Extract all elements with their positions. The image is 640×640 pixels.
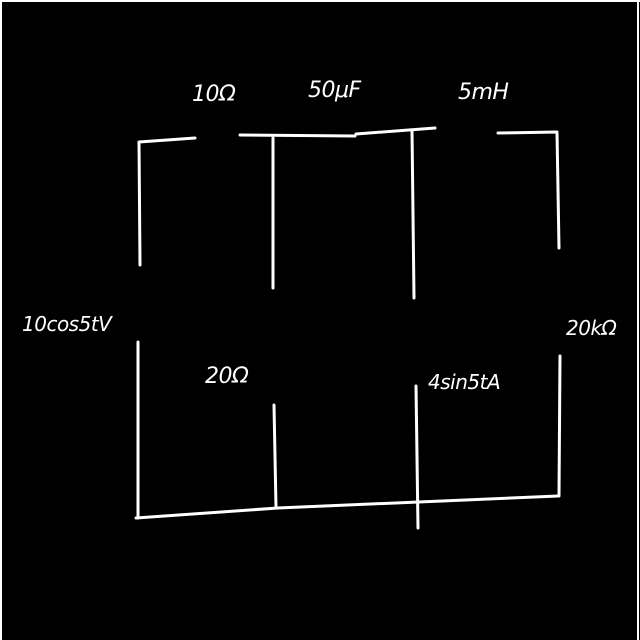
wire-branch-2-upper (410, 128, 416, 300)
wire-right-lower (557, 354, 562, 498)
label-right-resistor: 20kΩ (566, 316, 617, 340)
frame-right-edge (637, 0, 639, 640)
label-middle-resistor: 20Ω (205, 364, 249, 389)
label-current-source: 4sin5tA (428, 370, 501, 394)
frame-top-edge (0, 0, 640, 2)
label-top-resistor: 10Ω (192, 82, 236, 107)
wire-bottom (134, 494, 560, 520)
wire-branch-1-lower (272, 403, 278, 510)
wire-branch-2-lower (414, 384, 420, 530)
wire-top-mid-2 (354, 126, 437, 136)
wire-top-right (496, 130, 561, 250)
label-capacitor: 50μF (308, 78, 361, 103)
wire-top-mid-1 (238, 133, 357, 138)
label-inductor: 5mH (458, 80, 509, 105)
wire-top-left (137, 136, 197, 267)
frame-left-edge (0, 0, 2, 640)
label-source-voltage: 10cos5tV (22, 312, 112, 336)
